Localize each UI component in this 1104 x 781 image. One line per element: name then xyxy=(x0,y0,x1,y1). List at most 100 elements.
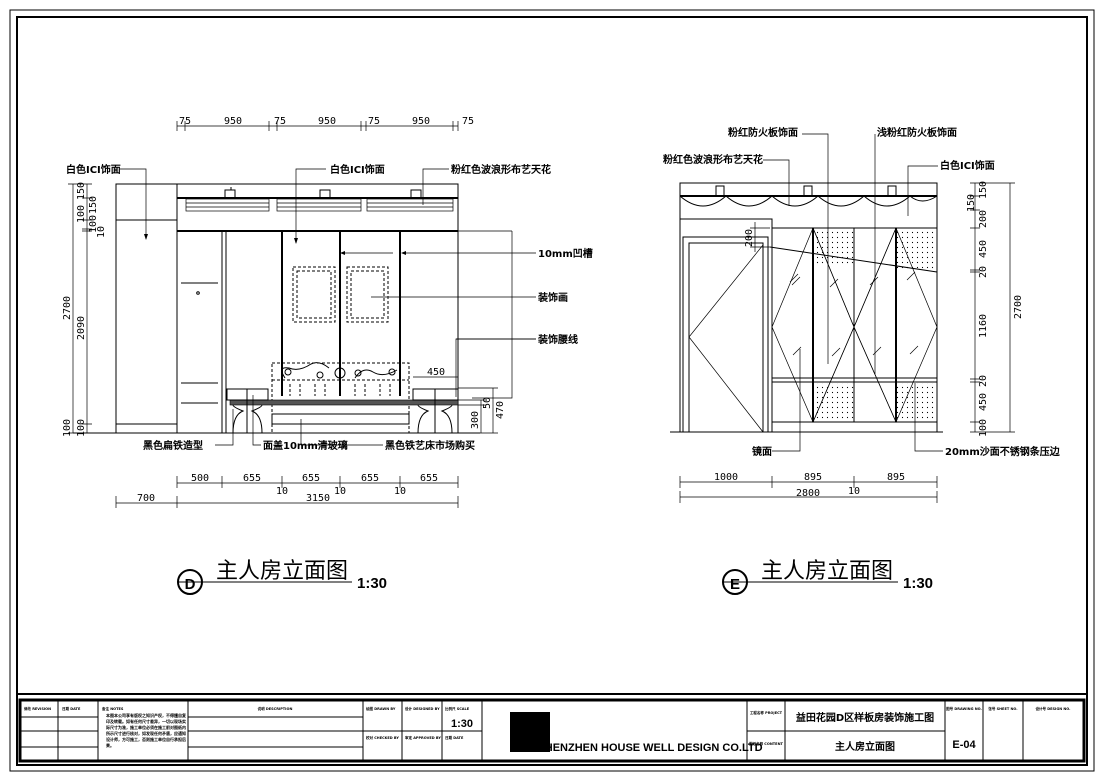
drawn-by-label: 绘图 DRAWN BY xyxy=(366,706,396,711)
dim-text: 100 xyxy=(62,419,73,437)
view-title: 主人房立面图 xyxy=(761,559,893,584)
dim-text: 10 xyxy=(96,226,107,238)
view-scale: 1:30 xyxy=(903,575,933,592)
company-name: SHENZHEN HOUSE WELL DESIGN CO.LTD xyxy=(537,742,762,754)
dim-text: 450 xyxy=(978,393,989,411)
dim-text: 20 xyxy=(978,375,989,387)
annotation-label: 镜面 xyxy=(752,445,772,458)
dim-text: 100 xyxy=(978,419,989,437)
annotation-label: 装饰腰线 xyxy=(537,333,578,346)
dim-text: 200 xyxy=(978,210,989,228)
dim-text: 100 xyxy=(76,419,87,437)
dim-text: 100 xyxy=(88,215,99,233)
dim-text: 470 xyxy=(495,401,506,419)
dim-text: 3150 xyxy=(306,493,330,504)
annotation-label: 黑色扁铁造型 xyxy=(143,439,203,452)
dim-text: 450 xyxy=(978,240,989,258)
dim-text: 75 xyxy=(462,116,474,127)
dim-text: 150 xyxy=(966,194,977,212)
dim-text: 655 xyxy=(302,473,320,484)
dim-text: 100 xyxy=(76,205,87,223)
bottom-dimension-chain-e: 1000 895 895 10 2800 xyxy=(679,472,938,503)
left-dimension-chain: 2700 2090 150 150 100 100 10 100 100 xyxy=(62,182,107,437)
sheet-inner-border xyxy=(16,16,1088,766)
annotation-label: 10mm凹槽 xyxy=(538,247,593,260)
dim-text: 75 xyxy=(368,116,380,127)
dim-text: 75 xyxy=(179,116,191,127)
dim-text: 655 xyxy=(420,473,438,484)
drawing-no: E-04 xyxy=(952,739,976,751)
dim-text: 50 xyxy=(482,397,493,409)
pink-board-panel xyxy=(897,229,937,269)
door xyxy=(680,218,773,433)
dim-text: 655 xyxy=(361,473,379,484)
view-title: 主人房立面图 xyxy=(216,559,348,584)
annotation-label: 20mm沙面不锈钢条压边 xyxy=(945,445,1061,458)
annotation-label: 粉红色波浪形布艺天花 xyxy=(451,163,551,176)
dim-text: 2800 xyxy=(796,488,820,499)
dim-text: 150 xyxy=(88,196,99,214)
dim-text: 2700 xyxy=(62,296,73,320)
dim-text: 700 xyxy=(137,493,155,504)
content-name: 主人房立面图 xyxy=(835,740,895,753)
mattress-band xyxy=(229,399,459,406)
description-label: 说明 DESCRIPTION xyxy=(258,706,293,711)
date-label: 日期 DATE xyxy=(445,735,464,740)
revision-label: 修改 REVISION xyxy=(23,706,51,711)
annotation-label: 白色ICI饰面 xyxy=(940,159,995,172)
wave-ceiling xyxy=(679,195,938,207)
dim-text: 2700 xyxy=(1013,295,1024,319)
dim-text: 20 xyxy=(978,266,989,278)
ceiling-fabric xyxy=(185,187,454,212)
scale-value: 1:30 xyxy=(451,718,473,730)
drawing-no-label: 图号 DRAWING NO. xyxy=(946,706,982,711)
dim-text: 150 xyxy=(978,181,989,199)
annotation-label: 白色ICI饰面 xyxy=(330,163,385,176)
downlight-icon xyxy=(715,185,897,197)
dim-text: 950 xyxy=(318,116,336,127)
dim-text: 150 xyxy=(76,182,87,200)
dim-text: 450 xyxy=(427,367,445,378)
view-scale: 1:30 xyxy=(357,575,387,592)
dim-text: 895 xyxy=(804,472,822,483)
bottom-dimension-chain: 500 655 655 655 655 10 10 10 700 3150 xyxy=(115,473,459,508)
annotation-label: 粉红防火板饰面 xyxy=(728,126,798,139)
project-label: 工程名称 PROJECT xyxy=(750,710,783,715)
elevation-e: 200 1000 895 895 10 2800 150 150 200 450… xyxy=(663,126,1061,595)
content-label: 图纸名称 CONTENT xyxy=(749,741,783,746)
mirror-hatch xyxy=(789,271,919,357)
pink-board-panel xyxy=(897,383,937,422)
dim-text: 10 xyxy=(334,486,346,497)
date-label: 日期 DATE xyxy=(62,706,81,711)
downlight-icon xyxy=(224,187,422,199)
elevation-marker-letter: E xyxy=(730,576,740,593)
checked-by-label: 校对 CHECKED BY xyxy=(366,735,399,740)
dim-text: 950 xyxy=(224,116,242,127)
annotation-leaders-e: 粉红防火板饰面 浅粉红防火板饰面 粉红色波浪形布艺天花 白色ICI饰面 镜面 2… xyxy=(663,126,1061,458)
dim-text: 200 xyxy=(744,229,755,247)
right-dimension-chain-e: 150 150 200 450 20 1160 20 450 100 2700 xyxy=(966,181,1024,437)
sheet-no-label: 张号 SHEET NO. xyxy=(988,706,1017,711)
dim-text: 950 xyxy=(412,116,430,127)
wall-d xyxy=(176,183,459,434)
notes-label: 备注 NOTES xyxy=(101,706,124,711)
dim-text: 75 xyxy=(274,116,286,127)
dim-text: 10 xyxy=(276,486,288,497)
annotation-label: 面盖10mm清玻璃 xyxy=(263,439,348,452)
side-table-right xyxy=(412,388,459,434)
dim-text: 1160 xyxy=(978,314,989,338)
dim-text: 10 xyxy=(394,486,406,497)
design-no-label: 设计号 DESIGN NO. xyxy=(1035,706,1070,711)
notes-text-container: 本图本公司享有版权之知识产权，不得擅自复印及转载。如有任何尺寸差异，一切以现场实… xyxy=(106,713,186,748)
side-table-left xyxy=(226,388,269,434)
right-dimension-chain: 450 50 300 470 xyxy=(413,367,506,434)
designed-by-label: 设计 DESIGNED BY xyxy=(405,706,440,711)
pink-board-panel xyxy=(814,229,854,265)
decorative-painting xyxy=(346,266,389,323)
elevation-d-title: D 主人房立面图 1:30 xyxy=(177,559,387,595)
title-block: 修改 REVISION 日期 DATE 备注 NOTES 本图本公司享有版权之知… xyxy=(17,693,1087,763)
dim-text: 895 xyxy=(887,472,905,483)
sheet-outer-border xyxy=(9,9,1095,772)
decorative-painting xyxy=(292,266,336,323)
